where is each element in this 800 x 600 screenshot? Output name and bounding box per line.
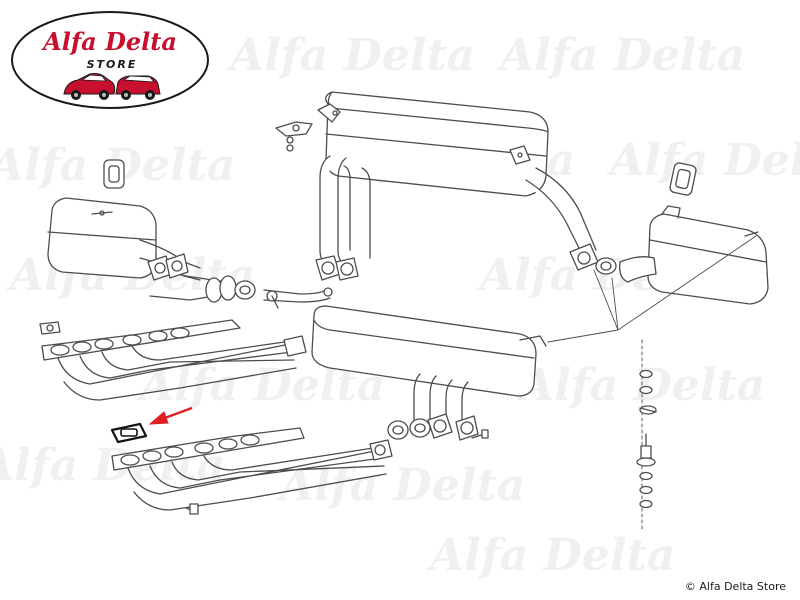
copyright-notice: © Alfa Delta Store [684, 580, 786, 593]
left-tail-pipes [147, 253, 237, 303]
watermark-text: Alfa Delta [606, 135, 800, 186]
rubber-mount-right [669, 162, 697, 196]
outlet-gaskets [387, 418, 431, 440]
watermark-text: Alfa Delta [226, 30, 475, 81]
right-tail-pipe [525, 167, 617, 275]
right-rear-silencer [619, 205, 769, 305]
outlet-bolt [471, 429, 489, 439]
top-mount-bracket [275, 121, 313, 152]
connector-pipe [234, 280, 333, 309]
exhaust-manifold-upper [39, 319, 307, 401]
watermark-text: Alfa Delta [426, 530, 675, 581]
logo-title: Alfa Delta [41, 27, 177, 56]
car-illustration-left [63, 73, 116, 100]
watermark-text: Alfa Delta [516, 360, 765, 411]
store-logo[interactable]: Alfa Delta STORE [8, 8, 212, 112]
front-muffler [311, 305, 547, 441]
highlight-arrow [148, 406, 193, 425]
mounting-hardware-stack [636, 339, 657, 531]
logo-subtitle: STORE [87, 58, 138, 71]
watermark-text: Alfa Delta [496, 30, 745, 81]
exhaust-manifold-lower [111, 427, 393, 515]
leader-lines [547, 235, 757, 343]
rubber-mount-left [103, 159, 125, 189]
manifold-gasket-highlighted[interactable] [110, 422, 148, 444]
car-illustration-right [115, 75, 161, 100]
center-down-pipes [315, 155, 371, 281]
rear-center-muffler [317, 91, 549, 197]
